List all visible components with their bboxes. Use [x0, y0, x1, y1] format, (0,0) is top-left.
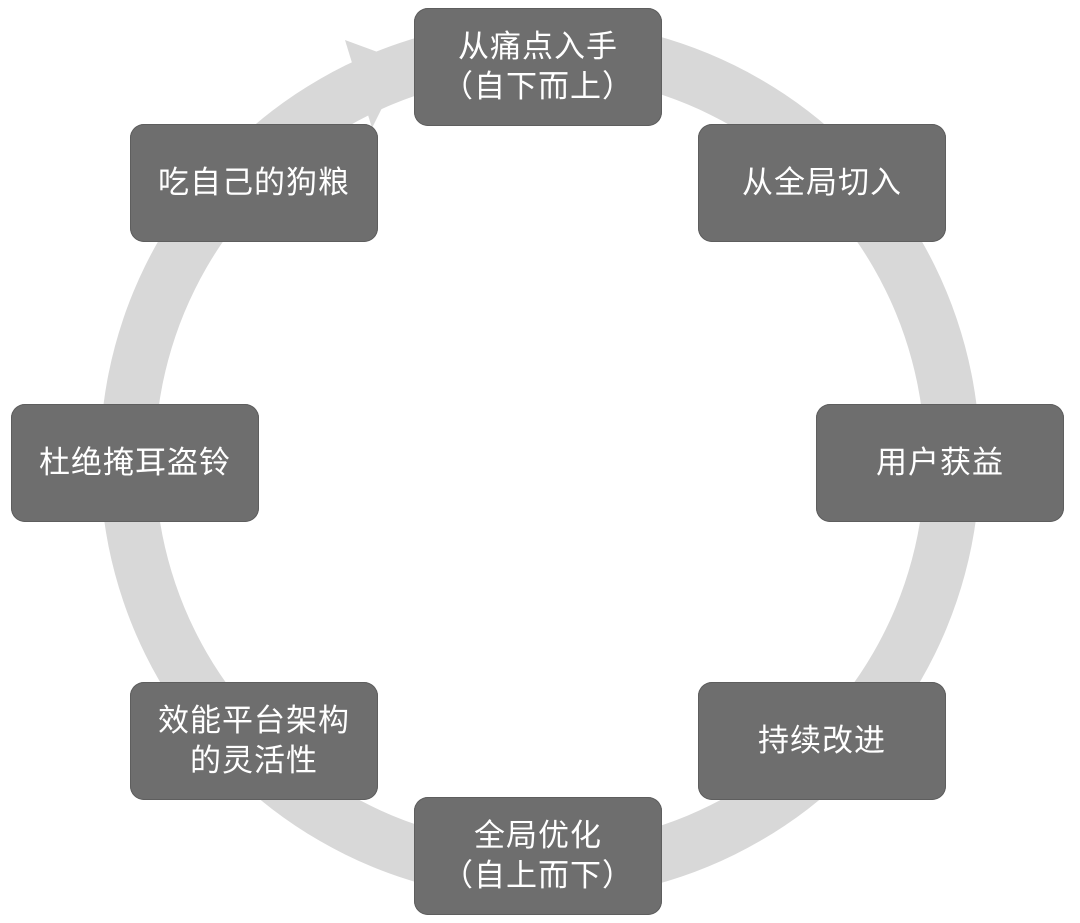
- cycle-node-global-entry: 从全局切入: [698, 124, 946, 242]
- cycle-node-pain-points: 从痛点入手 （自下而上）: [414, 8, 662, 126]
- cycle-node-dogfooding: 吃自己的狗粮: [130, 124, 378, 242]
- cycle-arrowhead: [345, 40, 405, 128]
- node-line-1: 杜绝掩耳盗铃: [39, 445, 231, 481]
- node-line-1: 效能平台架构: [158, 703, 350, 739]
- node-line-1: 全局优化: [474, 818, 602, 854]
- node-line-1: 从全局切入: [742, 165, 902, 201]
- node-line-1: 从痛点入手: [458, 29, 618, 65]
- node-line-2: 的灵活性: [190, 743, 318, 779]
- node-line-1: 持续改进: [758, 723, 886, 759]
- cycle-node-global-optimization: 全局优化 （自上而下）: [414, 797, 662, 915]
- node-line-1: 用户获益: [876, 445, 1004, 481]
- cycle-node-platform-flexibility: 效能平台架构 的灵活性: [130, 682, 378, 800]
- node-line-2: （自上而下）: [442, 858, 634, 894]
- cycle-node-no-self-deception: 杜绝掩耳盗铃: [11, 404, 259, 522]
- cycle-node-user-benefit: 用户获益: [816, 404, 1064, 522]
- node-line-2: （自下而上）: [442, 69, 634, 105]
- cycle-node-continuous-improvement: 持续改进: [698, 682, 946, 800]
- node-line-1: 吃自己的狗粮: [158, 165, 350, 201]
